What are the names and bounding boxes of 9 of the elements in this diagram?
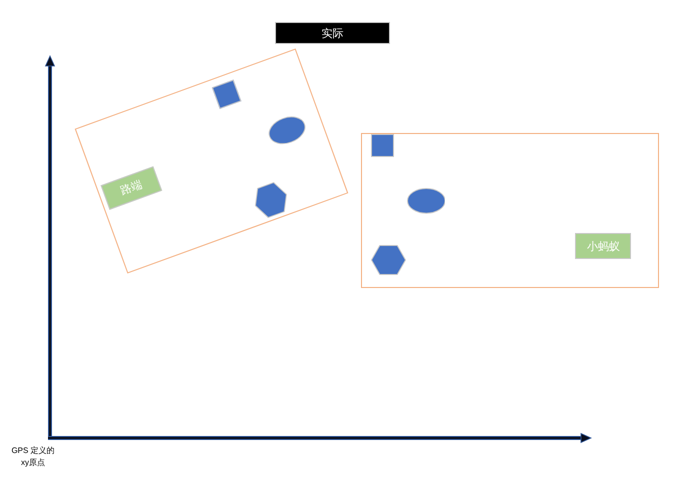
- frame: [74, 48, 348, 274]
- hexagon: [370, 245, 406, 276]
- ellipse: [406, 188, 446, 214]
- tag-box: 小蚂蚁: [575, 233, 632, 260]
- square: [370, 134, 394, 157]
- frame: [361, 133, 659, 288]
- tag-box: 路端: [100, 165, 162, 209]
- heading-box: 实际: [275, 22, 390, 44]
- origin-label: GPS 定义的xy原点: [10, 445, 56, 469]
